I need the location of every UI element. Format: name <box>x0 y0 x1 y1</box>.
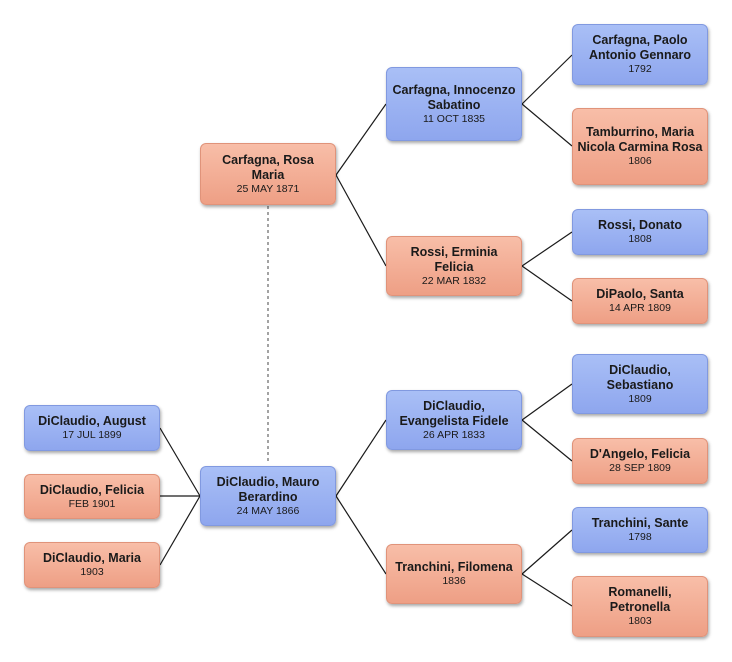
person-card-filomena[interactable]: Tranchini, Filomena 1836 <box>386 544 522 604</box>
person-name: DiClaudio, Mauro Berardino <box>216 474 320 504</box>
person-card-august[interactable]: DiClaudio, August 17 JUL 1899 <box>24 405 160 451</box>
person-name: Carfagna, Paolo Antonio Gennaro <box>588 33 692 62</box>
person-name: DiPaolo, Santa <box>596 287 684 301</box>
person-card-mauro[interactable]: DiClaudio, Mauro Berardino 24 MAY 1866 <box>200 466 336 526</box>
parent-link-paolo <box>521 54 573 105</box>
parent-link-donato <box>521 231 573 267</box>
parent-link-maria-nicola <box>521 103 573 147</box>
person-date: 26 APR 1833 <box>423 428 485 441</box>
person-card-maria-nicola[interactable]: Tamburrino, Maria Nicola Carmina Rosa 18… <box>572 108 708 185</box>
child-link-august <box>159 427 201 497</box>
person-card-felicia-child[interactable]: DiClaudio, Felicia FEB 1901 <box>24 474 160 519</box>
person-name: D'Angelo, Felicia <box>589 447 691 461</box>
parent-link-santa <box>521 265 573 302</box>
person-date: 11 OCT 1835 <box>422 112 486 125</box>
person-name: Carfagna, Innocenzo Sabatino <box>392 82 516 112</box>
parent-link-sante <box>521 529 573 575</box>
person-date: 25 MAY 1871 <box>236 182 300 195</box>
person-card-maria-child[interactable]: DiClaudio, Maria 1903 <box>24 542 160 588</box>
person-card-erminia[interactable]: Rossi, Erminia Felicia 22 MAR 1832 <box>386 236 522 296</box>
person-date: 1803 <box>628 615 652 627</box>
person-card-sante[interactable]: Tranchini, Sante 1798 <box>572 507 708 553</box>
person-card-donato[interactable]: Rossi, Donato 1808 <box>572 209 708 255</box>
person-date: 1836 <box>442 575 466 587</box>
person-date: 17 JUL 1899 <box>62 429 122 441</box>
person-card-paolo[interactable]: Carfagna, Paolo Antonio Gennaro 1792 <box>572 24 708 85</box>
parent-link-petronella <box>521 573 573 607</box>
person-name: DiClaudio, Sebastiano <box>606 362 674 392</box>
person-date: 1798 <box>628 531 652 543</box>
person-name: DiClaudio, Maria <box>43 551 141 565</box>
child-link-maria <box>159 495 201 566</box>
person-date: 1808 <box>628 233 652 245</box>
parent-link-evangelista <box>335 419 387 497</box>
person-date: 1792 <box>628 63 652 75</box>
person-card-petronella[interactable]: Romanelli, Petronella 1803 <box>572 576 708 637</box>
person-name: Rossi, Donato <box>597 218 683 232</box>
person-date: 1903 <box>80 566 104 578</box>
person-card-rosa[interactable]: Carfagna, Rosa Maria 25 MAY 1871 <box>200 143 336 205</box>
person-date: 24 MAY 1866 <box>236 504 300 517</box>
person-name: Rossi, Erminia Felicia <box>410 244 498 274</box>
person-card-sebastiano[interactable]: DiClaudio, Sebastiano 1809 <box>572 354 708 414</box>
person-card-innocenzo[interactable]: Carfagna, Innocenzo Sabatino 11 OCT 1835 <box>386 67 522 141</box>
person-card-evangelista[interactable]: DiClaudio, Evangelista Fidele 26 APR 183… <box>386 390 522 450</box>
person-name: DiClaudio, Felicia <box>39 482 145 497</box>
person-date: 1809 <box>628 392 652 405</box>
person-name: DiClaudio, Evangelista Fidele <box>399 398 509 428</box>
parent-link-innocenzo <box>335 103 387 176</box>
person-date: 28 SEP 1809 <box>609 462 671 474</box>
person-name: Tranchini, Filomena <box>395 560 513 574</box>
person-name: DiClaudio, August <box>38 414 146 428</box>
person-date: 14 APR 1809 <box>609 302 671 314</box>
parent-link-filomena <box>335 495 387 575</box>
person-card-felicia-dangelo[interactable]: D'Angelo, Felicia 28 SEP 1809 <box>572 438 708 484</box>
person-date: 1806 <box>628 155 652 167</box>
person-date: FEB 1901 <box>68 497 116 510</box>
parent-link-felicia-dangelo <box>521 419 573 462</box>
person-name: Tranchini, Sante <box>591 516 689 530</box>
person-card-santa[interactable]: DiPaolo, Santa 14 APR 1809 <box>572 278 708 324</box>
person-date: 22 MAR 1832 <box>421 274 487 287</box>
person-name: Tamburrino, Maria Nicola Carmina Rosa <box>577 125 703 154</box>
person-name: Carfagna, Rosa Maria <box>222 152 314 182</box>
person-name: Romanelli, Petronella <box>608 585 672 614</box>
parent-link-erminia <box>335 174 387 267</box>
parent-link-sebastiano <box>521 383 573 421</box>
